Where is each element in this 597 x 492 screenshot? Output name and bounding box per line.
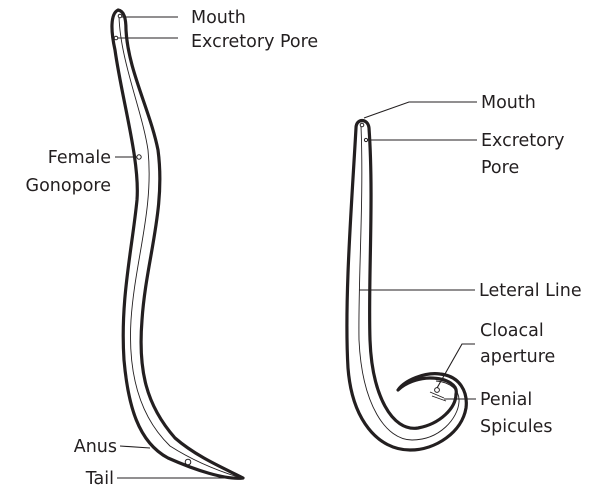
male-cloacal-aperture-dot [435,388,440,393]
male-cloacal-label-line1: Cloacal [480,321,544,341]
male-worm [347,121,466,451]
female-excretory-pore-label: Excretory Pore [191,32,318,52]
male-penial-label-line2: Spicules [480,417,553,437]
male-mouth-label: Mouth [481,93,536,113]
female-body-outline [112,10,243,478]
male-body-outline [347,121,466,451]
male-excretory-label-line2: Pore [481,158,519,178]
female-anus-leader [120,446,150,448]
male-leaders [359,102,477,399]
male-cloacal-label-line2: aperture [480,347,555,367]
female-gonopore-dot [137,155,141,159]
female-anus-dot [185,459,191,465]
female-gonopore-label-line1: Female [48,148,111,168]
female-mouth-dot [118,14,122,18]
female-anus-label: Anus [74,437,117,457]
male-mouth-dot [360,123,364,127]
female-excretory-pore-dot [114,36,118,40]
female-gonopore-label-line2: Gonopore [26,176,111,196]
male-lateral-line-label: Leteral Line [479,281,582,301]
male-excretory-label-line1: Excretory [481,131,564,151]
female-mouth-label: Mouth [191,8,246,28]
female-worm [112,10,243,478]
male-excretory-pore-dot [364,138,367,141]
male-mouth-leader [364,102,477,118]
female-tail-label: Tail [85,469,114,489]
male-penial-label-line1: Penial [480,390,532,410]
male-penial-spicules [430,392,446,401]
